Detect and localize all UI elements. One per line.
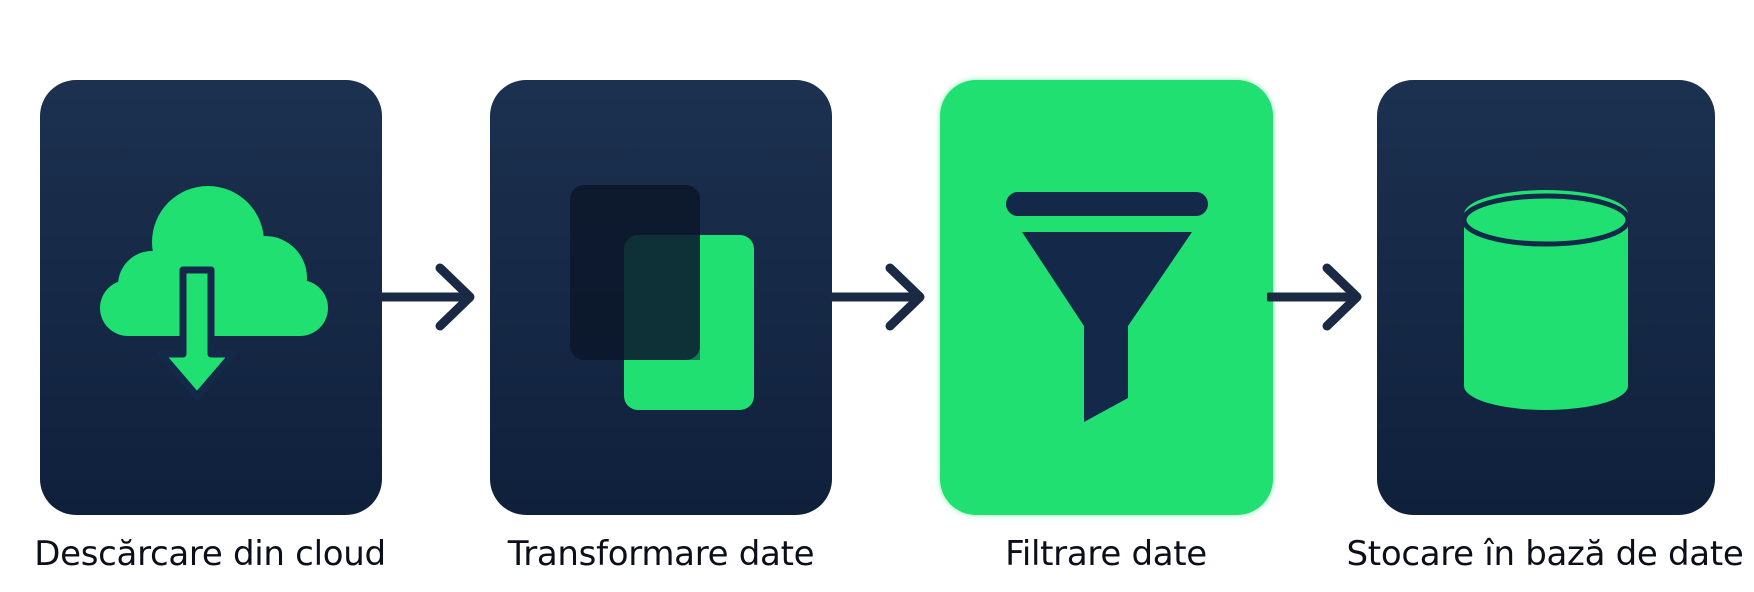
flow-arrow-1 <box>380 263 475 331</box>
step-label-download: Descărcare din cloud <box>34 534 386 574</box>
transform-documents-icon <box>570 185 754 410</box>
funnel-filter-icon <box>1006 192 1208 422</box>
step-card-download <box>40 80 382 515</box>
flow-arrow-3 <box>1267 263 1362 331</box>
flow-arrow-2 <box>830 263 925 331</box>
step-label-filter: Filtrare date <box>1005 534 1207 574</box>
step-card-filter <box>940 80 1273 515</box>
step-label-database: Stocare în bază de date <box>1346 534 1744 574</box>
step-label-transform: Transformare date <box>507 534 815 574</box>
step-card-database <box>1377 80 1715 515</box>
cloud-download-icon <box>100 186 328 400</box>
database-cylinder-icon <box>1461 190 1631 410</box>
step-card-transform <box>490 80 832 515</box>
